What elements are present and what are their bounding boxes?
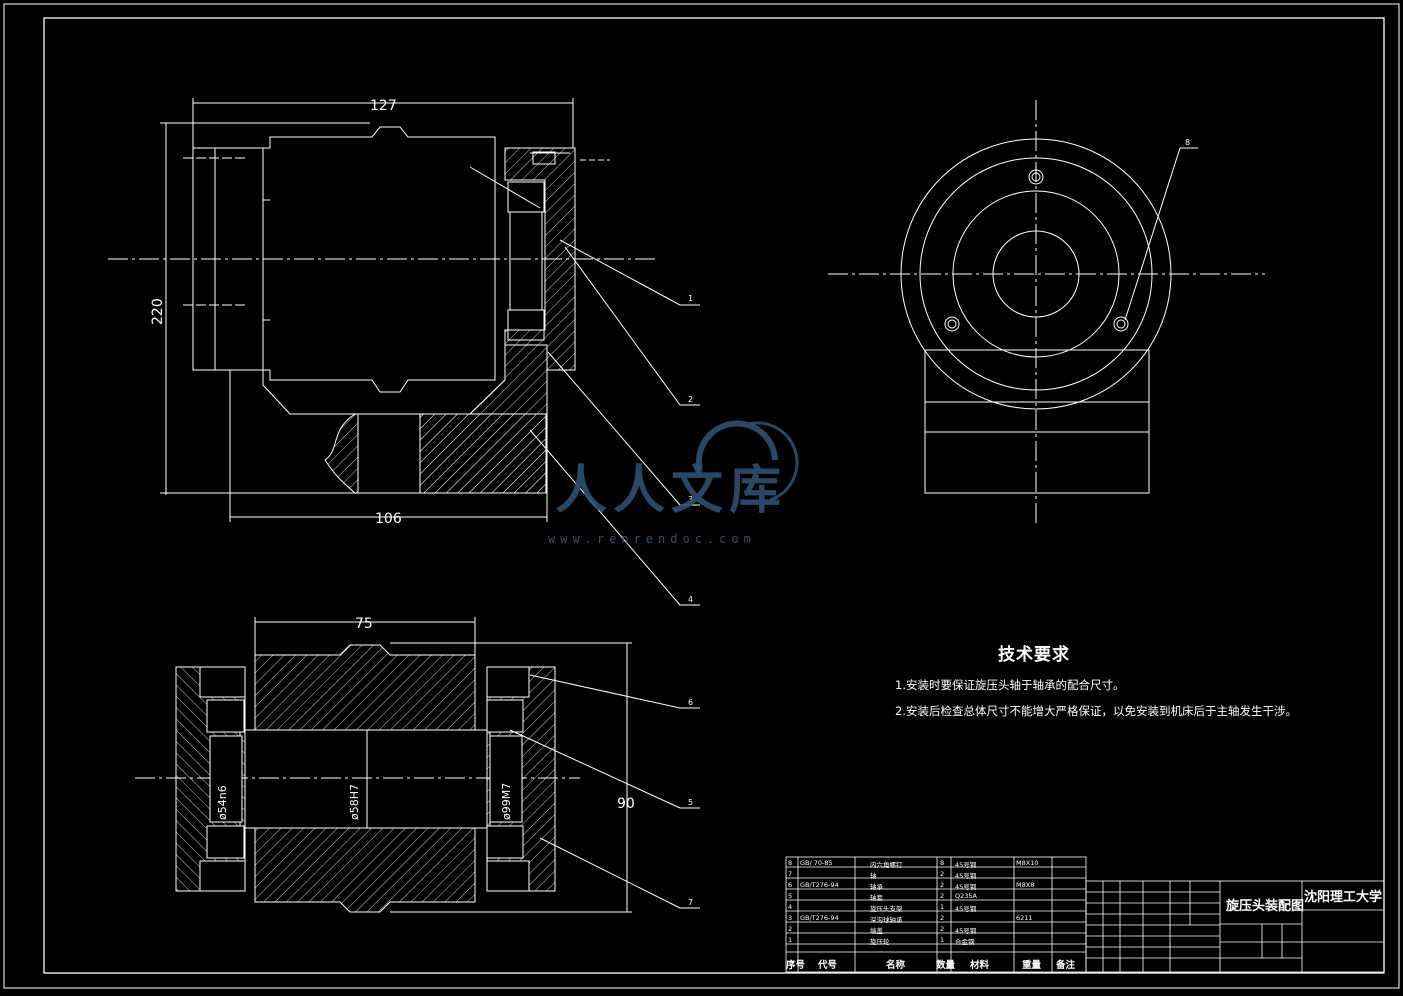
drawing-title: 旋压头装配图 <box>1226 899 1305 914</box>
bom-name: 轴 <box>870 872 877 880</box>
bom-qty: 8 <box>940 859 945 867</box>
bom-code: GB/T276-94 <box>800 914 839 922</box>
bom-no: 5 <box>788 892 793 900</box>
dimension-bore-right: ø99M7 <box>500 783 513 820</box>
watermark-text: 人人文库 <box>555 460 788 521</box>
bom-material: 45号钢 <box>955 927 977 935</box>
bom-weight: 6211 <box>1016 914 1033 922</box>
bom-no: 8 <box>788 859 793 867</box>
bom-weight: M8X8 <box>1016 881 1035 889</box>
dimension-90: 90 <box>617 796 635 812</box>
part-number-1: 1 <box>688 294 693 303</box>
bom-material: Q235A <box>955 892 977 900</box>
bom-name: 旋压轮 <box>870 938 890 946</box>
bom-no: 7 <box>788 870 793 878</box>
bom-qty: 1 <box>940 936 945 944</box>
part-number-2: 2 <box>688 395 693 404</box>
part-labels: 1 2 3 4 5 6 7 8 <box>688 138 1190 907</box>
school-name: 沈阳理工大学 <box>1304 890 1383 905</box>
bom-weight: M8X10 <box>1016 859 1039 867</box>
bom-header-qty: 数量 <box>936 960 956 971</box>
bom-name: 内六角螺钉 <box>870 861 903 869</box>
bom-name: 端盖 <box>870 927 883 935</box>
bom-material: 合金钢 <box>955 938 975 946</box>
part-number-8: 8 <box>1185 138 1190 147</box>
dimension-106: 106 <box>375 511 402 527</box>
section-view <box>135 617 700 913</box>
bom-qty: 2 <box>940 881 945 889</box>
bom-qty: 1 <box>940 903 945 911</box>
inner-border <box>43 17 1385 974</box>
bom-no: 2 <box>788 925 793 933</box>
bom-material: 45号钢 <box>955 883 977 891</box>
part-number-6: 6 <box>688 698 693 707</box>
bom-code: GB/ 70-85 <box>800 859 833 867</box>
title-block <box>785 856 1385 973</box>
part-number-7: 7 <box>688 898 693 907</box>
bom-header-remark: 备注 <box>1056 960 1076 971</box>
dimension-bore-center: ø58H7 <box>348 784 361 820</box>
bom-no: 1 <box>788 936 793 944</box>
bom-code: GB/T276-94 <box>800 881 839 889</box>
bom-header-no: 序号 <box>786 960 806 971</box>
dimension-127: 127 <box>370 98 397 114</box>
dimension-220: 220 <box>150 298 166 325</box>
part-number-5: 5 <box>688 798 693 807</box>
bom-material: 45号钢 <box>955 872 977 880</box>
bom-qty: 2 <box>940 870 945 878</box>
bom-name: 深沟球轴承 <box>870 916 903 924</box>
dimension-labels: 127 220 106 75 90 ø54n6 ø58H7 ø99M7 <box>150 98 635 820</box>
side-view <box>828 100 1265 525</box>
dimension-bore-left: ø54n6 <box>216 785 229 820</box>
part-number-4: 4 <box>688 595 693 604</box>
bom-name: 轴套 <box>870 894 883 902</box>
bom-name: 旋压头支架 <box>870 905 903 913</box>
bom-qty: 2 <box>940 925 945 933</box>
requirements-title: 技术要求 <box>998 645 1070 665</box>
watermark-url: www.renrendoc.com <box>548 532 756 546</box>
bom-no: 3 <box>788 914 793 922</box>
front-view <box>108 98 700 606</box>
part-number-3: 3 <box>688 495 693 504</box>
bom-material: 45号钢 <box>955 905 977 913</box>
dimension-75: 75 <box>355 616 373 632</box>
bom-header-weight: 重量 <box>1022 960 1042 971</box>
bom-no: 6 <box>788 881 793 889</box>
bom-header-name: 名称 <box>886 960 906 971</box>
bom-qty: 2 <box>940 914 945 922</box>
bom-material: 45号钢 <box>955 861 977 869</box>
bom-qty: 2 <box>940 892 945 900</box>
bom-no: 4 <box>788 903 793 911</box>
watermark-logo <box>696 420 799 502</box>
bom-header-material: 材料 <box>970 960 990 971</box>
bom-header-code: 代号 <box>818 960 838 971</box>
bom-name: 轴承 <box>870 883 883 891</box>
outer-border <box>3 3 1400 989</box>
requirement-1: 1.安装时要保证旋压头轴于轴承的配合尺寸。 <box>895 678 1125 692</box>
requirement-2: 2.安装后检查总体尺寸不能增大严格保证，以免安装到机床后于主轴发生干涉。 <box>895 704 1297 718</box>
